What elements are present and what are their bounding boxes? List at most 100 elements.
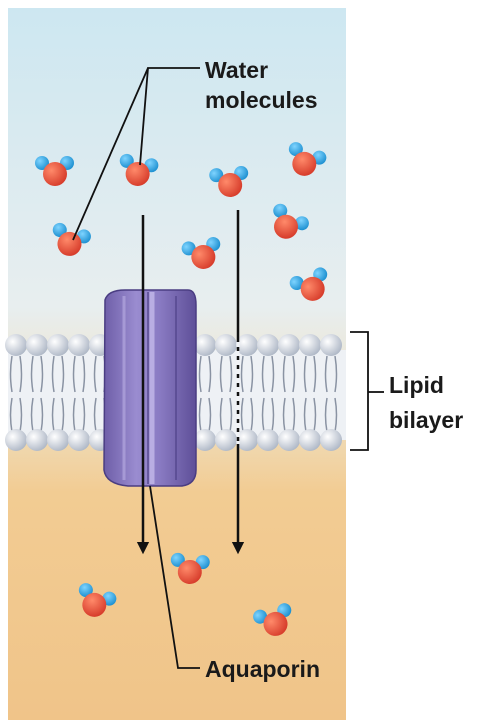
lipid-head xyxy=(299,334,321,356)
aquaporin-leader-line xyxy=(149,485,200,669)
lipid-tail xyxy=(334,355,338,393)
lipid-tail xyxy=(303,397,307,433)
hydrogen-atom xyxy=(78,583,93,598)
lipid-tail xyxy=(219,355,223,393)
lipid-bracket xyxy=(350,331,369,451)
label-lipid-line2: bilayer xyxy=(389,407,463,433)
water-molecule xyxy=(170,552,210,584)
aquaporin-protein xyxy=(103,289,197,487)
hydrogen-atom xyxy=(52,222,67,237)
lipid-tail xyxy=(250,355,254,393)
oxygen-atom xyxy=(82,592,107,617)
lipid-tail xyxy=(229,397,233,433)
oxygen-atom xyxy=(300,276,325,301)
hydrogen-atom xyxy=(289,275,304,290)
lipid-head xyxy=(5,334,27,356)
lipid-tail xyxy=(261,355,265,393)
lipid-tail xyxy=(51,397,55,433)
water-molecule xyxy=(273,203,309,239)
lipid-tail xyxy=(19,355,23,393)
lipid-head xyxy=(47,334,69,356)
water-leader-line-2 xyxy=(72,67,149,241)
water-molecule xyxy=(289,267,328,301)
lipid-tail xyxy=(292,355,296,393)
lipid-tail xyxy=(324,397,328,433)
oxygen-atom xyxy=(292,151,317,176)
oxygen-atom xyxy=(57,231,82,256)
lipid-tail xyxy=(198,355,202,393)
hydrogen-atom xyxy=(273,203,288,218)
lipid-head xyxy=(236,334,258,356)
hydrogen-atom xyxy=(294,216,309,231)
water-molecule xyxy=(78,583,117,617)
lipid-head xyxy=(215,429,237,451)
hydrogen-atom xyxy=(288,142,303,157)
lipid-head xyxy=(320,429,342,451)
lipid-tail xyxy=(271,355,275,393)
lipid-head xyxy=(194,334,216,356)
lipid-tail xyxy=(40,397,44,433)
lipid-tail xyxy=(93,397,97,433)
water-molecule xyxy=(119,153,159,186)
lipid-tail xyxy=(9,397,13,433)
lipid-tail xyxy=(292,397,296,433)
lipid-tail xyxy=(282,355,286,393)
lipid-tail xyxy=(313,397,317,433)
oxygen-atom xyxy=(218,172,243,197)
lipid-tail xyxy=(19,397,23,433)
label-aquaporin: Aquaporin xyxy=(205,656,320,682)
lipid-tail xyxy=(72,355,76,393)
lipid-head xyxy=(26,429,48,451)
water-molecule xyxy=(181,237,221,269)
oxygen-atom xyxy=(177,559,202,584)
lipid-tail xyxy=(51,355,55,393)
lipid-head xyxy=(26,334,48,356)
label-water-line2: molecules xyxy=(205,87,318,113)
lipid-head xyxy=(278,429,300,451)
lipid-tail xyxy=(72,397,76,433)
lipid-tail xyxy=(40,355,44,393)
lipid-tail xyxy=(240,355,244,393)
lipid-tail xyxy=(30,397,34,433)
lipid-tail xyxy=(219,397,223,433)
lipid-head xyxy=(5,429,27,451)
lipid-tail xyxy=(61,355,65,393)
lipid-head xyxy=(257,334,279,356)
lipid-head xyxy=(236,429,258,451)
water-molecule xyxy=(35,156,74,186)
lipid-tail xyxy=(82,397,86,433)
lipid-head xyxy=(68,334,90,356)
water-molecule xyxy=(288,142,327,176)
hydrogen-atom xyxy=(253,609,268,624)
lipid-tail xyxy=(9,355,13,393)
oxygen-atom xyxy=(191,244,216,269)
lipid-tail xyxy=(208,397,212,433)
lipid-tail xyxy=(229,355,233,393)
hydrogen-atom xyxy=(119,153,134,168)
lipid-tail xyxy=(282,397,286,433)
lipid-head xyxy=(194,429,216,451)
oxygen-atom xyxy=(274,214,298,239)
lipid-tail xyxy=(271,397,275,433)
lipid-tail xyxy=(261,397,265,433)
lipid-head xyxy=(278,334,300,356)
label-lipid-line1: Lipid xyxy=(389,372,444,398)
hydrogen-atom xyxy=(35,156,49,170)
lipid-head xyxy=(47,429,69,451)
lipid-tail xyxy=(82,355,86,393)
oxygen-atom xyxy=(125,161,150,186)
lipid-head xyxy=(299,429,321,451)
water-molecule xyxy=(52,222,91,256)
hydrogen-atom xyxy=(170,552,185,567)
lipid-head xyxy=(215,334,237,356)
lipid-tail xyxy=(334,397,338,433)
oxygen-atom xyxy=(43,162,67,186)
hydrogen-atom xyxy=(209,168,224,183)
oxygen-atom xyxy=(263,611,288,636)
lipid-tail xyxy=(303,355,307,393)
lipid-tail xyxy=(93,355,97,393)
lipid-tail xyxy=(324,355,328,393)
lipid-tail xyxy=(61,397,65,433)
lipid-tail xyxy=(313,355,317,393)
